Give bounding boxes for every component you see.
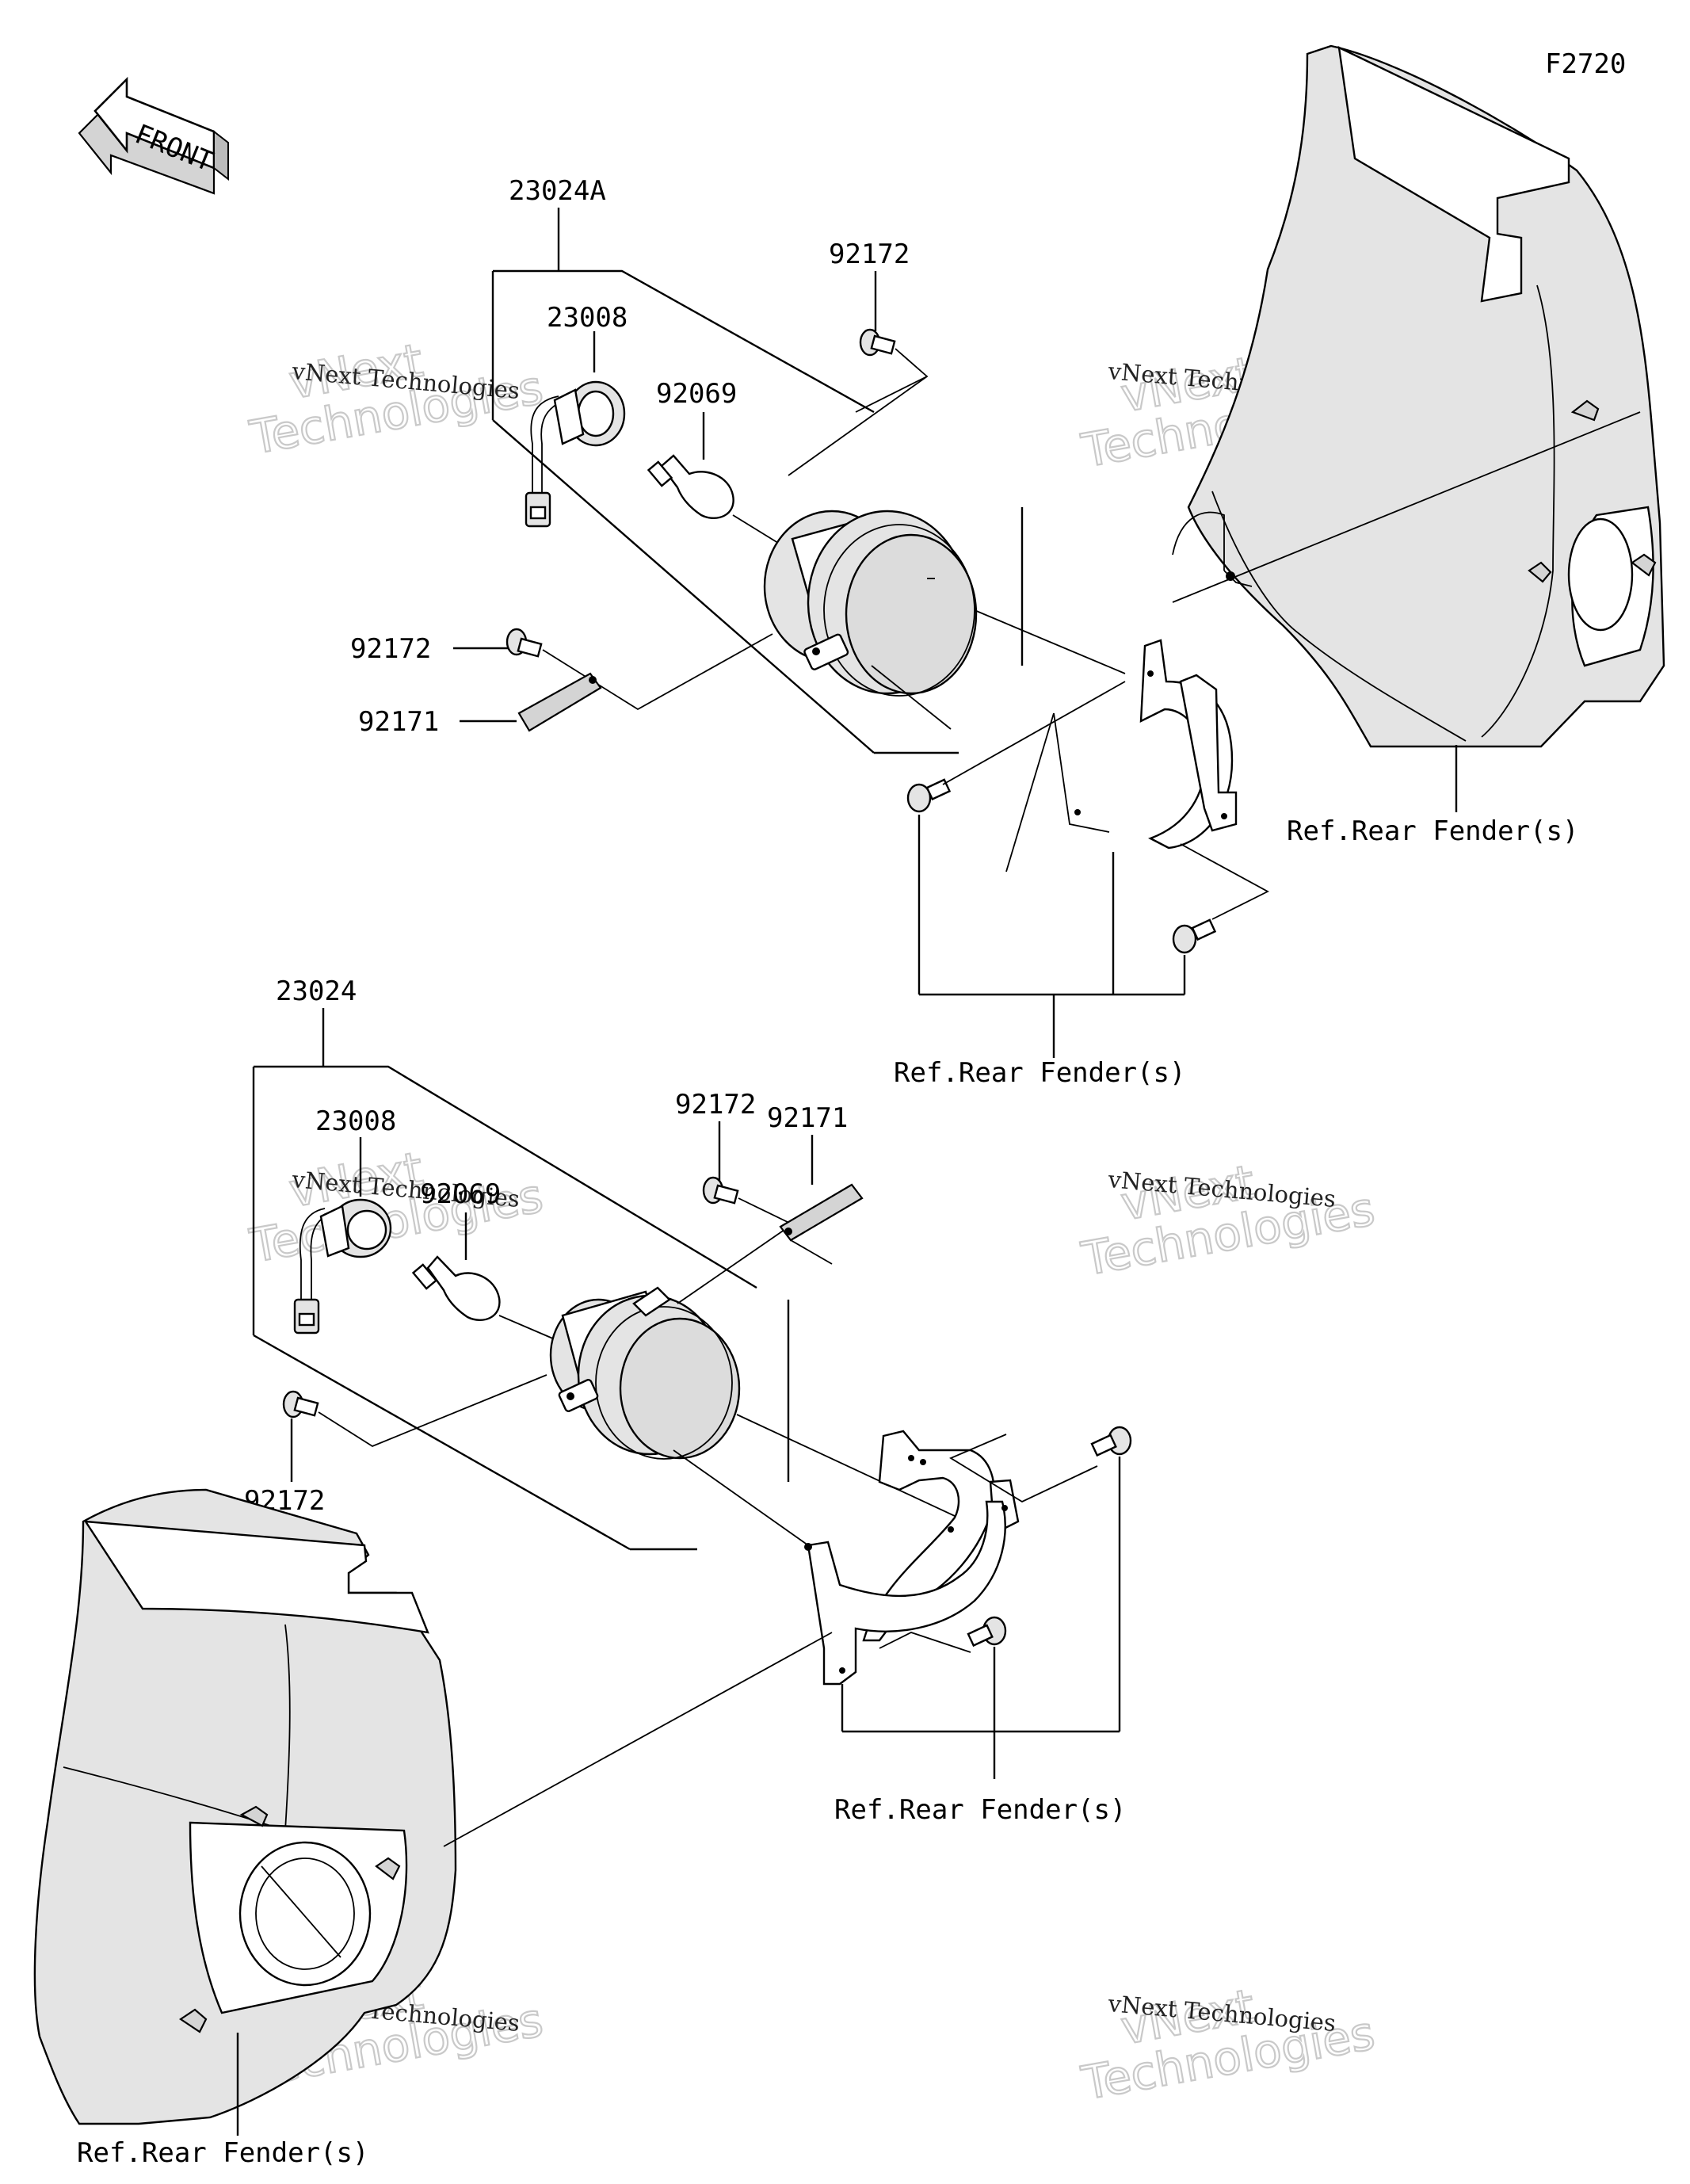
ref-leader-upper-middle — [917, 815, 1186, 1058]
rear-fender-upper-right — [1172, 44, 1665, 748]
upper-assembly-frame — [491, 208, 1024, 754]
lamp-unit-lower — [549, 1286, 967, 1546]
ref-leader-lower-middle — [841, 1457, 1121, 1779]
label-ref-rear-fender-upper-right: Ref.Rear Fender(s) — [1287, 815, 1578, 847]
label-92172-upper-left: 92172 — [350, 633, 431, 665]
strap-upper — [460, 672, 602, 732]
socket-upper — [525, 331, 626, 528]
bolt-lower-mid — [677, 1121, 794, 1304]
label-92069-lower: 92069 — [420, 1178, 501, 1210]
label-ref-rear-fender-lower-middle: Ref.Rear Fender(s) — [834, 1794, 1126, 1826]
lamp-unit-upper — [763, 510, 1126, 730]
label-ref-rear-fender-lower-left: Ref.Rear Fender(s) — [77, 2137, 368, 2169]
label-92069-upper: 92069 — [656, 378, 737, 410]
label-92172-upper-top: 92172 — [829, 239, 910, 270]
bolt-upper-left — [453, 628, 773, 711]
strap-lower — [779, 1135, 864, 1265]
socket-lower — [293, 1137, 392, 1334]
bulb-upper — [647, 412, 785, 548]
bolt-upper-top — [788, 271, 929, 476]
rear-fender-lower-left — [33, 1488, 833, 2125]
bolt-lower-bracket-bottom — [879, 1616, 1007, 1653]
label-23008-lower: 23008 — [315, 1105, 396, 1137]
bolt-upper-bracket-right — [1172, 843, 1269, 954]
diagram-code: F2720 — [1545, 48, 1626, 80]
bolt-lower-bracket-right — [949, 1426, 1132, 1503]
bracket-upper — [1005, 639, 1238, 872]
label-23024A: 23024A — [509, 175, 606, 207]
bracket-lower — [804, 1430, 1020, 1686]
front-arrow-icon: FRONT — [78, 76, 229, 195]
label-23008-upper: 23008 — [547, 302, 628, 334]
bulb-lower — [411, 1212, 555, 1340]
bolt-lower-left — [282, 1374, 547, 1482]
label-23024: 23024 — [276, 976, 357, 1007]
bolt-upper-bracket-left — [906, 681, 1126, 813]
label-92171-lower: 92171 — [767, 1102, 848, 1134]
label-ref-rear-fender-upper-middle: Ref.Rear Fender(s) — [894, 1057, 1185, 1089]
label-92172-lower-mid: 92172 — [675, 1089, 756, 1121]
lower-assembly-frame — [252, 1008, 790, 1551]
label-92171-upper: 92171 — [358, 706, 439, 738]
